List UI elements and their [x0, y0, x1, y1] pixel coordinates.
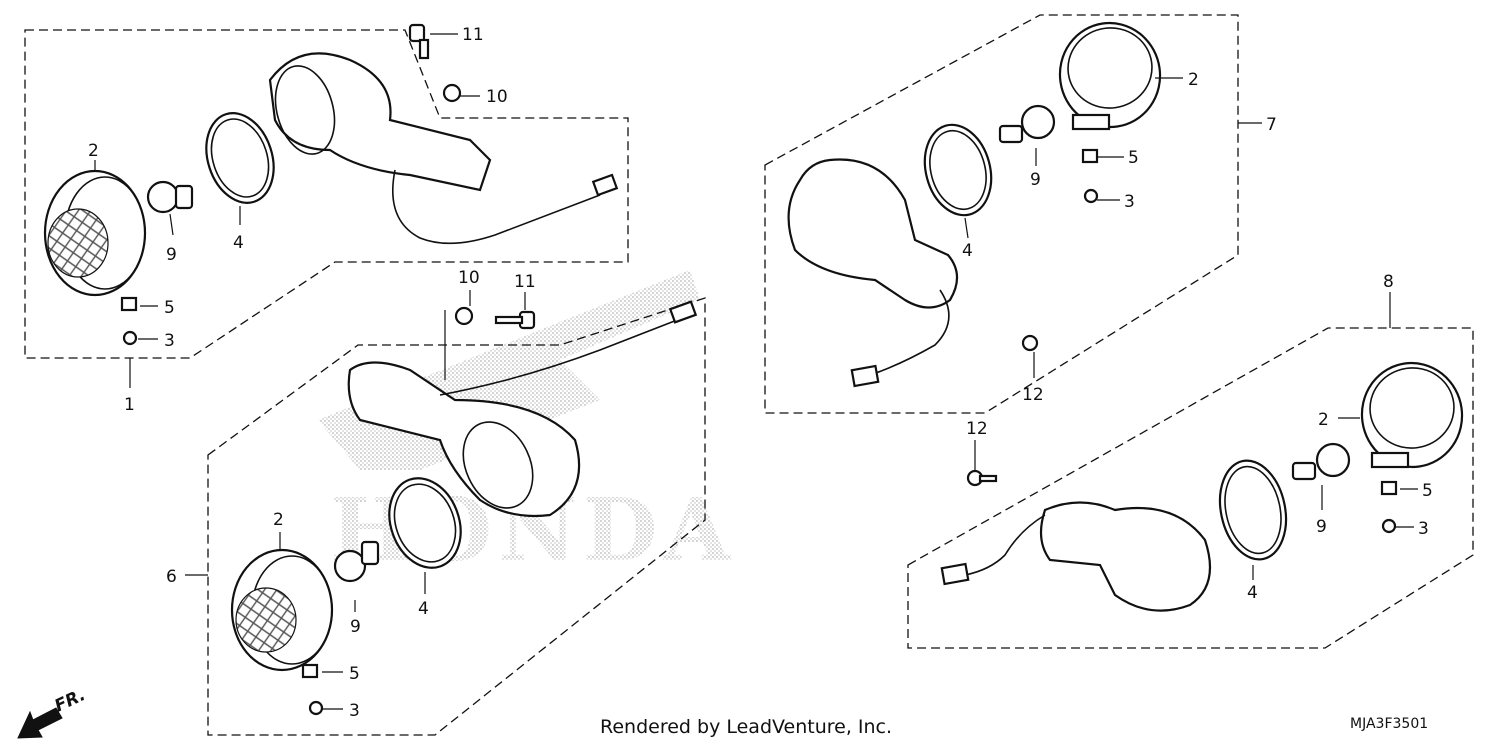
- callout-3-d: 3: [1418, 519, 1429, 539]
- nut-icon: [1380, 480, 1398, 496]
- assembly-7-group: 2 5 3 9 4 12 7: [764, 14, 1277, 414]
- callout-5-d: 5: [1422, 481, 1433, 501]
- callout-12-a: 12: [1022, 385, 1044, 405]
- callout-10-a: 10: [486, 87, 508, 107]
- seal-ring-icon: [205, 112, 275, 204]
- bolt-icon: [408, 23, 430, 60]
- callout-9-c: 9: [1030, 170, 1041, 190]
- winker-lens-icon: [1360, 361, 1464, 469]
- callout-5-a: 5: [164, 298, 175, 318]
- callout-11-a: 11: [462, 25, 484, 45]
- winker-lens-icon: [43, 169, 147, 297]
- winker-housing-icon: [787, 158, 959, 388]
- winker-lens-icon: [230, 548, 334, 672]
- callout-3-b: 3: [349, 701, 360, 721]
- bulb-icon: [333, 540, 380, 583]
- callout-2-b: 2: [273, 510, 284, 530]
- bulb-icon: [1291, 442, 1351, 481]
- callout-3-a: 3: [164, 331, 175, 351]
- nut-icon: [1081, 148, 1099, 164]
- callout-5-c: 5: [1128, 148, 1139, 168]
- callout-7: 7: [1266, 115, 1277, 135]
- callout-12-b: 12: [966, 419, 988, 439]
- assembly-1-group: 11 10 2 9 4 5 3 1: [24, 23, 629, 415]
- callout-9-b: 9: [350, 617, 361, 637]
- nut-icon: [454, 306, 474, 326]
- callout-8: 8: [1383, 272, 1394, 292]
- nut-icon: [120, 296, 138, 312]
- callout-10-b: 10: [458, 268, 480, 288]
- callout-4-c: 4: [962, 241, 973, 261]
- bulb-icon: [998, 104, 1056, 144]
- callout-6: 6: [166, 567, 177, 587]
- seal-ring-icon: [388, 477, 462, 569]
- assembly-6-group: 10 11 2 9 4 5 3 6: [166, 268, 706, 736]
- callout-11-b: 11: [514, 272, 536, 292]
- callout-3-c: 3: [1124, 192, 1135, 212]
- assembly-1-boundary: [24, 29, 629, 359]
- callout-4-a: 4: [233, 233, 244, 253]
- nut-icon: [442, 83, 462, 103]
- bulb-icon: [146, 180, 194, 214]
- callout-9-d: 9: [1316, 517, 1327, 537]
- seal-ring-icon: [1218, 459, 1288, 561]
- assembly-6-boundary: [207, 297, 706, 736]
- screw-icon: [308, 700, 324, 716]
- front-direction-label: FR.: [52, 685, 89, 716]
- screw-icon: [1083, 188, 1099, 204]
- callout-2-d: 2: [1318, 410, 1329, 430]
- winker-housing-icon: [940, 501, 1212, 612]
- front-direction-indicator: FR.: [17, 685, 89, 739]
- assembly-7-boundary: [764, 14, 1239, 414]
- callout-2-a: 2: [88, 141, 99, 161]
- rendered-by-credit: Rendered by LeadVenture, Inc.: [600, 716, 892, 738]
- screw-icon: [122, 330, 138, 346]
- callout-9-a: 9: [166, 245, 177, 265]
- screw-icon: [1021, 334, 1039, 352]
- screw-icon: [1381, 518, 1397, 534]
- nut-icon: [301, 663, 319, 679]
- diagram-code: MJA3F3501: [1350, 716, 1428, 732]
- bolt-icon: [966, 469, 998, 487]
- callout-2-c: 2: [1188, 70, 1199, 90]
- callout-4-b: 4: [418, 599, 429, 619]
- callout-1: 1: [124, 395, 135, 415]
- assembly-8-group: 2 5 3 9 4 12 8: [907, 272, 1474, 649]
- bolt-icon: [494, 310, 536, 330]
- front-arrow-icon: [17, 707, 63, 739]
- callout-5-b: 5: [349, 664, 360, 684]
- winker-housing-icon: [268, 52, 619, 245]
- seal-ring-icon: [923, 123, 993, 217]
- callout-4-d: 4: [1247, 583, 1258, 603]
- winker-housing-icon: [347, 300, 698, 518]
- winker-lens-icon: [1058, 21, 1162, 131]
- assembly-8-boundary: [907, 327, 1474, 649]
